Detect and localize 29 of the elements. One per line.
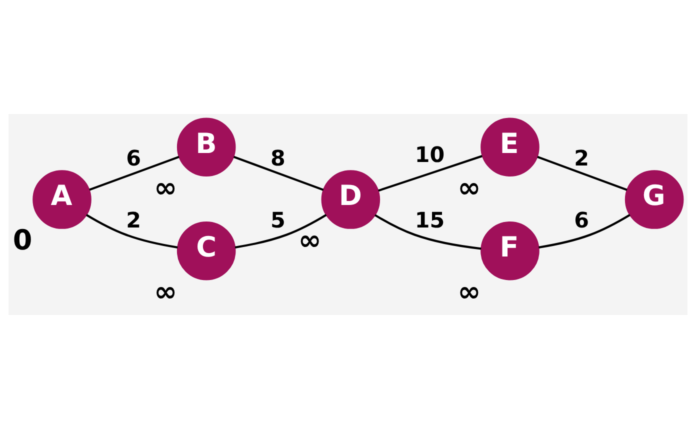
edge-label: 6 [574, 208, 589, 233]
node-label: ∞ [154, 274, 178, 308]
connector [86, 214, 178, 248]
edge-label: 5 [270, 208, 286, 233]
node-circle: C [176, 220, 236, 280]
node-circle: D [321, 170, 380, 228]
node-label: 0 [12, 223, 32, 256]
connector [538, 214, 630, 248]
node-label: ∞ [458, 170, 481, 204]
connector [233, 155, 324, 190]
node-circle: A [32, 170, 92, 228]
node-circle: F [480, 220, 540, 280]
connector [234, 214, 327, 248]
edge-label: 2 [126, 208, 142, 233]
connector [537, 155, 628, 190]
node-circle: G [624, 170, 684, 228]
connector [374, 214, 482, 250]
node-label: ∞ [458, 274, 481, 308]
edge-label: 10 [414, 142, 445, 168]
edge-label: 15 [414, 208, 445, 233]
connector [378, 154, 482, 192]
node-label: ∞ [298, 223, 322, 256]
connector [89, 155, 180, 190]
node-circle: B [176, 117, 236, 176]
node-label: ∞ [154, 170, 178, 204]
node-circle: E [480, 117, 540, 176]
edge-label: 6 [126, 146, 142, 171]
edge-label: 2 [574, 146, 589, 171]
edge-label: 8 [270, 146, 286, 171]
